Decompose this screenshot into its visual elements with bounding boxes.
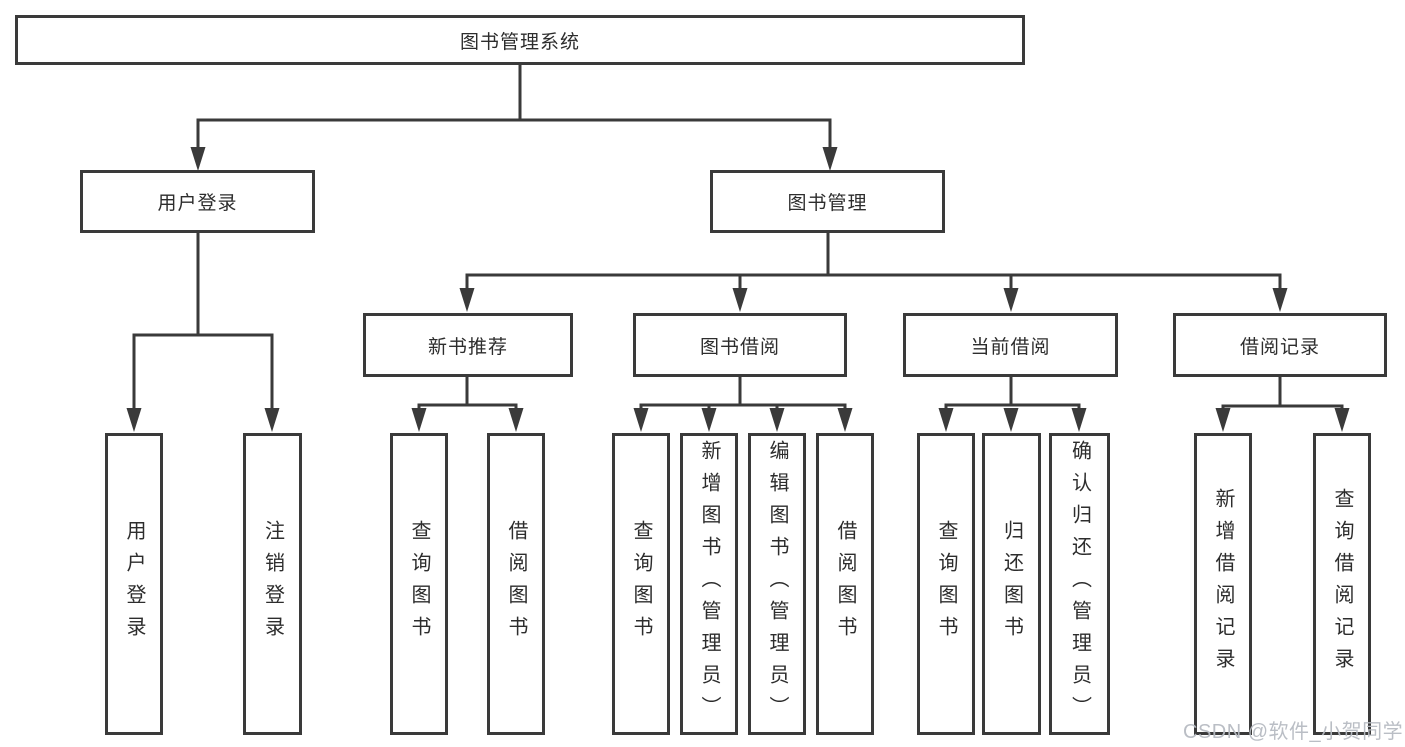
leaf-confirm-return-admin: 确认归还（管理员） [1049,433,1110,735]
leaf-query-books-recommend: 查询图书 [390,433,448,735]
node-new-book-recommend: 新书推荐 [363,313,573,377]
node-borrow-records: 借阅记录 [1173,313,1387,377]
leaf-borrow-books-recommend: 借阅图书 [487,433,545,735]
node-book-borrow: 图书借阅 [633,313,847,377]
watermark: CSDN @软件_小贺同学 [1183,721,1404,743]
node-book-management: 图书管理 [710,170,945,233]
leaf-edit-books-admin: 编辑图书（管理员） [748,433,806,735]
leaf-query-books-borrow: 查询图书 [612,433,670,735]
leaf-logout: 注销登录 [243,433,302,735]
leaf-add-borrow-record: 新增借阅记录 [1194,433,1252,735]
node-user-login: 用户登录 [80,170,315,233]
leaf-add-books-admin: 新增图书（管理员） [680,433,738,735]
leaf-user-login: 用户登录 [105,433,163,735]
leaf-borrow-books: 借阅图书 [816,433,874,735]
leaf-query-borrow-record: 查询借阅记录 [1313,433,1371,735]
node-current-borrow: 当前借阅 [903,313,1118,377]
node-root-library-system: 图书管理系统 [15,15,1025,65]
leaf-query-books-current: 查询图书 [917,433,975,735]
leaf-return-books: 归还图书 [982,433,1041,735]
